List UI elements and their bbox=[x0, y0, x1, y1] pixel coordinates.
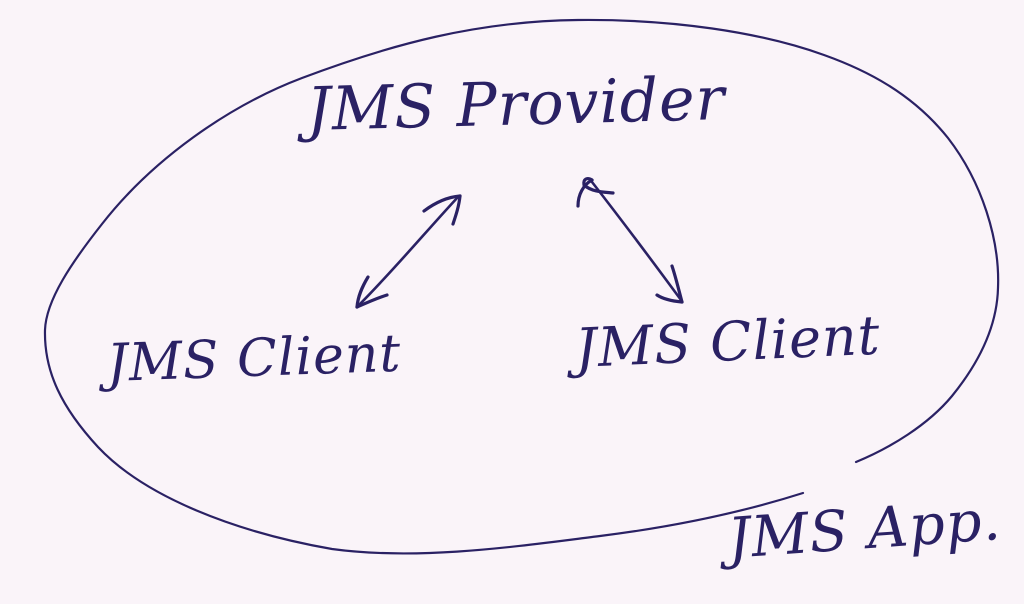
arrow-right-shaft bbox=[590, 180, 683, 302]
app-boundary-ellipse bbox=[43, 18, 1000, 555]
arrow-provider-client-right bbox=[576, 177, 684, 304]
arrow-provider-client-left bbox=[355, 194, 462, 309]
client-left-node-label: JMS Client bbox=[105, 323, 403, 394]
provider-node-label: JMS Provider bbox=[305, 64, 727, 145]
client-right-node-label: JMS Client bbox=[573, 303, 882, 380]
arrow-left-top-barb-1 bbox=[422, 194, 462, 213]
arrow-right-bottom-barb-1 bbox=[655, 293, 684, 304]
arrow-right-top-barb-2 bbox=[582, 177, 615, 195]
arrow-left-shaft bbox=[357, 195, 460, 307]
arrow-left-bottom-barb-2 bbox=[355, 293, 389, 309]
arrow-left-bottom-barb-1 bbox=[355, 275, 370, 309]
arrow-right-bottom-barb-2 bbox=[670, 264, 684, 304]
arrow-left-top-barb-2 bbox=[451, 194, 462, 226]
arrow-right-top-barb-1 bbox=[576, 178, 594, 208]
